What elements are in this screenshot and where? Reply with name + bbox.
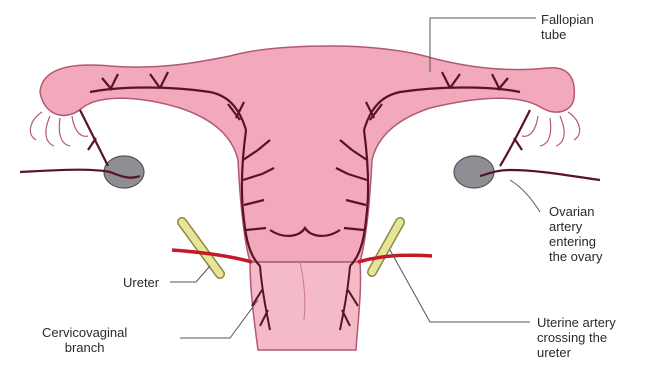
right-ovary bbox=[454, 156, 494, 188]
left-fimbriae bbox=[30, 112, 88, 146]
label-ureter: Ureter bbox=[123, 275, 159, 290]
label-fallopian-tube: Fallopian tube bbox=[541, 12, 594, 42]
label-cervicovaginal-branch: Cervicovaginal branch bbox=[42, 325, 127, 355]
label-uterine-artery: Uterine artery crossing the ureter bbox=[537, 315, 616, 360]
right-fimbriae bbox=[522, 112, 580, 146]
label-ovarian-artery: Ovarian artery entering the ovary bbox=[549, 204, 602, 264]
